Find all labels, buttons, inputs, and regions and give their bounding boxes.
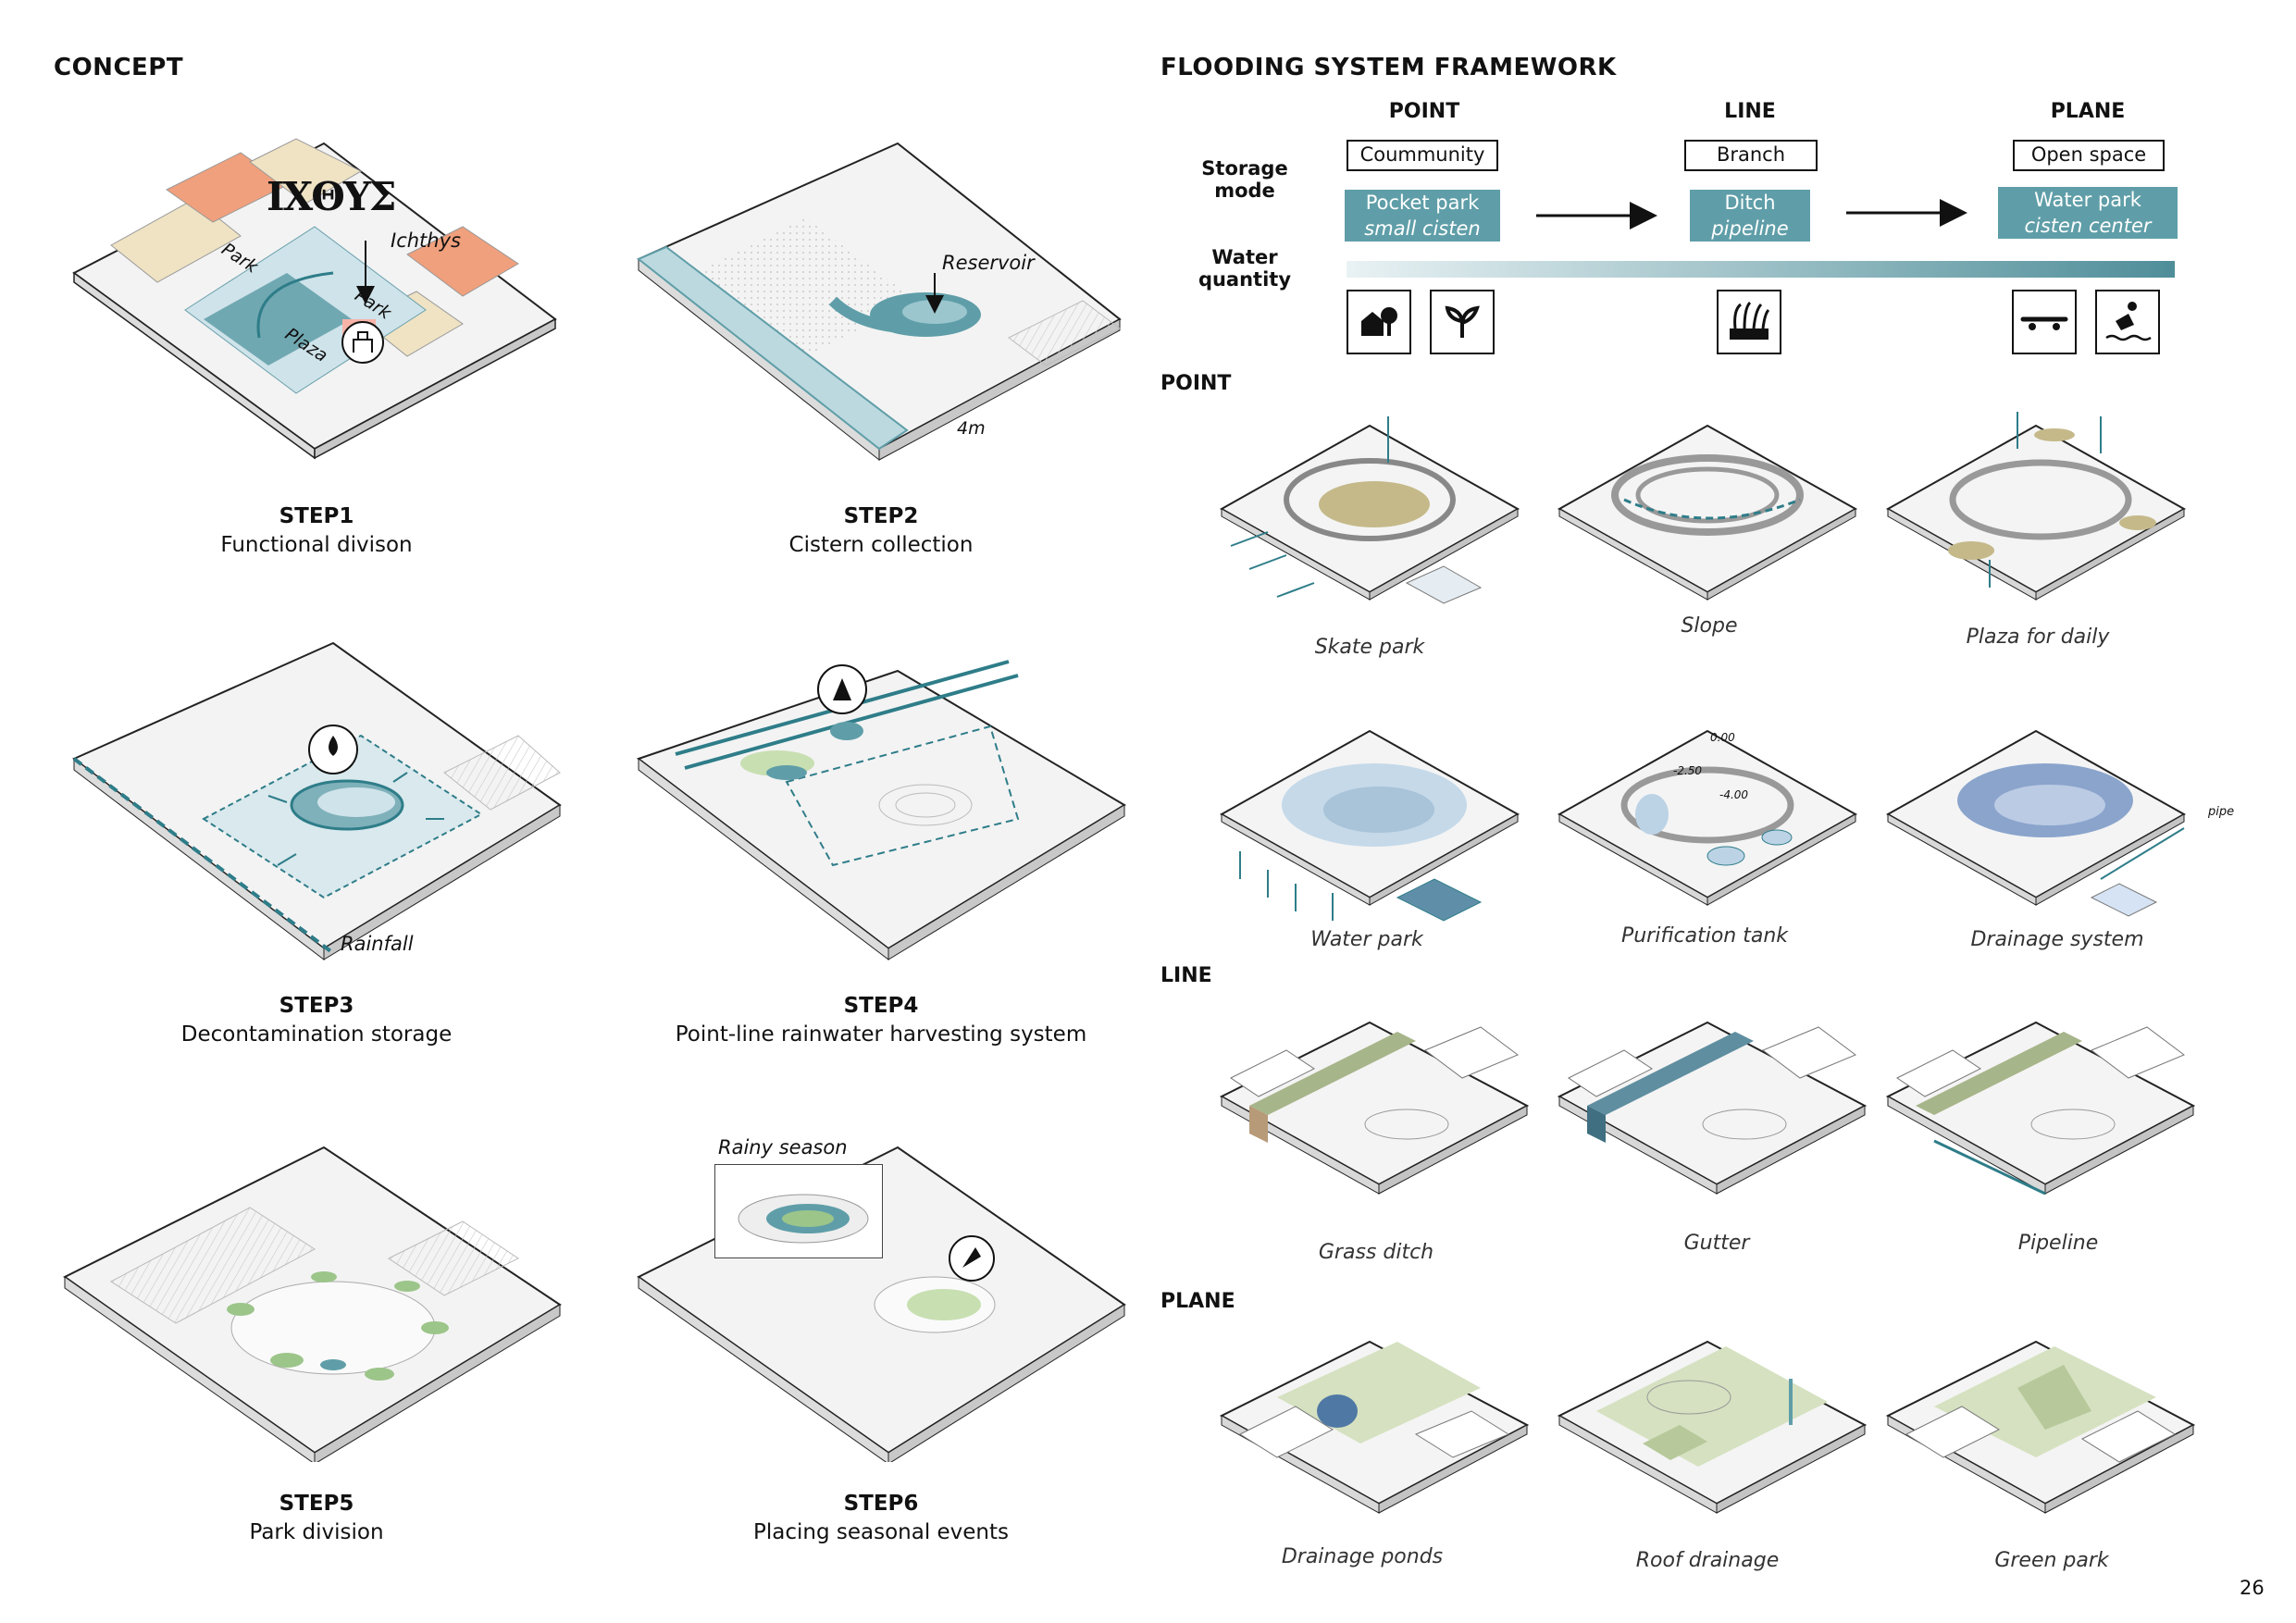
- flow-arrows: [1536, 199, 1967, 229]
- grass-planter-icon: [1717, 290, 1781, 354]
- box-open-space: Open space: [2013, 140, 2165, 171]
- step1-label: STEP1 Functional divison: [94, 502, 539, 560]
- caption-green-park: Green park: [1994, 1549, 2109, 1572]
- purification-tank-diagram: [1557, 729, 1858, 906]
- drainage-system-diagram: [1885, 729, 2187, 917]
- skateboard-icon: [2012, 290, 2077, 354]
- step6-title: STEP6: [843, 1492, 919, 1516]
- caption-drainage-ponds: Drainage ponds: [1281, 1545, 1444, 1568]
- label-rainfall: Rainfall: [341, 933, 414, 955]
- teal-box-plane-main: Water park: [2034, 189, 2141, 211]
- step4-desc: Point-line rainwater harvesting system: [675, 1022, 1087, 1047]
- pipeline-diagram: [1885, 1021, 2196, 1196]
- col-head-line: LINE: [1724, 100, 1776, 123]
- label-4m: 4m: [957, 418, 986, 439]
- step5-title: STEP5: [279, 1492, 354, 1516]
- teal-box-point: Pocket park small cisten: [1345, 190, 1500, 242]
- sprout-icon: [1430, 290, 1495, 354]
- caption-gutter: Gutter: [1683, 1232, 1750, 1255]
- step3-title: STEP3: [279, 994, 354, 1018]
- step5-desc: Park division: [249, 1520, 384, 1544]
- step1-title: STEP1: [279, 504, 354, 528]
- caption-roof-drainage: Roof drainage: [1635, 1549, 1780, 1572]
- plaza-daily-diagram: [1885, 412, 2187, 601]
- ichthys-logo: IXΘYΣ: [267, 174, 396, 219]
- water-quantity-bar: [1347, 261, 2175, 278]
- section-point-label: POINT: [1160, 372, 1232, 395]
- concept-title: CONCEPT: [54, 54, 184, 81]
- level-label-c: -4.00: [1719, 788, 1749, 801]
- caption-grass-ditch: Grass ditch: [1318, 1241, 1434, 1264]
- water-park-diagram: [1219, 729, 1520, 922]
- teal-box-plane: Water park cisten center: [1998, 187, 2178, 239]
- caption-purification-tank: Purification tank: [1620, 924, 1789, 948]
- box-branch: Branch: [1684, 140, 1818, 171]
- step3-desc: Decontamination storage: [180, 1022, 453, 1047]
- caption-skate-park: Skate park: [1314, 636, 1425, 659]
- framework-title: FLOODING SYSTEM FRAMEWORK: [1160, 54, 1617, 81]
- step2-desc: Cistern collection: [788, 533, 974, 557]
- teal-box-plane-sub: cisten center: [2024, 215, 2152, 237]
- storage-mode-label: Storage mode: [1201, 157, 1288, 202]
- teal-box-line-main: Ditch: [1724, 192, 1776, 214]
- step6-desc: Placing seasonal events: [752, 1520, 1010, 1544]
- teal-box-line-sub: pipeline: [1711, 217, 1789, 240]
- house-tree-icon: [1347, 290, 1411, 354]
- swimmer-icon: [2095, 290, 2160, 354]
- step4-label: STEP4 Point-line rainwater harvesting sy…: [659, 992, 1103, 1049]
- label-ichthys: Ichthys: [391, 229, 461, 252]
- step3-label: STEP3 Decontamination storage: [94, 992, 539, 1049]
- teal-box-point-sub: small cisten: [1364, 217, 1481, 240]
- step2-title: STEP2: [843, 504, 919, 528]
- caption-plaza-daily: Plaza for daily: [1966, 626, 2110, 649]
- level-label-b: -2.50: [1673, 764, 1703, 777]
- drainage-ponds-diagram: [1219, 1340, 1530, 1514]
- caption-drainage-system: Drainage system: [1970, 928, 2144, 951]
- gutter-diagram: [1557, 1021, 1868, 1195]
- step3-diagram: [72, 641, 562, 961]
- caption-pipeline: Pipeline: [2017, 1232, 2099, 1255]
- step2-diagram: [637, 142, 1122, 462]
- col-head-point: POINT: [1388, 100, 1460, 123]
- caption-water-park: Water park: [1310, 928, 1423, 951]
- teal-box-point-main: Pocket park: [1365, 192, 1480, 214]
- skate-park-diagram: [1219, 416, 1520, 604]
- box-community: Coummunity: [1347, 140, 1498, 171]
- step1-desc: Functional divison: [220, 533, 413, 557]
- level-label-a: 0.00: [1710, 731, 1735, 744]
- roof-drainage-diagram: [1557, 1340, 1868, 1514]
- green-park-diagram: [1885, 1340, 2196, 1514]
- level-label-pipe: pipe: [2208, 805, 2235, 819]
- grass-ditch-diagram: [1219, 1021, 1530, 1195]
- col-head-plane: PLANE: [2050, 100, 2126, 123]
- step1-diagram: [72, 138, 557, 460]
- step6-label: STEP6 Placing seasonal events: [659, 1490, 1103, 1547]
- step4-diagram: [636, 660, 1126, 961]
- step2-label: STEP2 Cistern collection: [659, 502, 1103, 560]
- step4-title: STEP4: [843, 994, 919, 1018]
- slope-diagram: [1557, 424, 1858, 601]
- step5-diagram: [63, 1146, 562, 1462]
- section-line-label: LINE: [1160, 964, 1212, 987]
- section-plane-label: PLANE: [1160, 1290, 1235, 1313]
- rainy-season-inset: [714, 1164, 883, 1258]
- label-rainy-season: Rainy season: [718, 1136, 848, 1158]
- water-quantity-label: Water quantity: [1198, 246, 1292, 291]
- page-number: 26: [2240, 1577, 2265, 1599]
- step5-label: STEP5 Park division: [94, 1490, 539, 1547]
- teal-box-line: Ditch pipeline: [1690, 190, 1810, 242]
- label-reservoir: Reservoir: [942, 252, 1035, 274]
- caption-slope: Slope: [1681, 614, 1738, 638]
